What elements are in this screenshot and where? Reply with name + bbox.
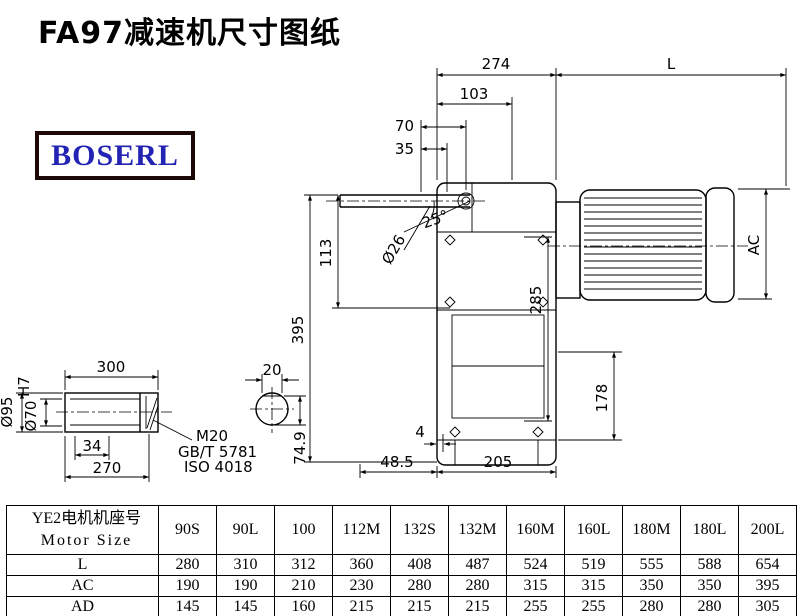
table-cell: 230 — [332, 575, 391, 597]
page-title: FA97减速机尺寸图纸 — [38, 16, 342, 51]
table-cell: 280 — [390, 575, 449, 597]
table-row-AD: AD 145 145 160 215 215 215 255 255 280 2… — [6, 596, 797, 616]
table-cell: 315 — [506, 575, 565, 597]
output-shaft — [326, 192, 486, 251]
dim-4-label: 4 — [415, 423, 425, 441]
table-cell: 524 — [506, 554, 565, 576]
dim-205-label: 205 — [484, 453, 513, 471]
table-header-row: YE2电机机座号 Motor Size 90S 90L 100 112M 132… — [6, 505, 797, 555]
table-cell: 160 — [274, 596, 333, 616]
table-row-AC: AC 190 190 210 230 280 280 315 315 350 3… — [6, 575, 797, 597]
table-header-cell: 90L — [216, 505, 275, 555]
note-m20-label: M20 — [196, 427, 228, 445]
row-label: AD — [6, 596, 159, 616]
table-cell: 555 — [622, 554, 681, 576]
table-cell: 280 — [448, 575, 507, 597]
table-cell: 310 — [216, 554, 275, 576]
dimension-drawing: 274 L 103 70 35 25° Ø26 113 395 285 AC 1… — [0, 55, 790, 482]
note-iso4018-label: ISO 4018 — [184, 458, 253, 476]
table-header-cell: 100 — [274, 505, 333, 555]
dim-270-label: 270 — [93, 459, 122, 477]
dim-74-9-label: 74.9 — [291, 431, 309, 464]
table-cell: 360 — [332, 554, 391, 576]
dim-dia70-label: Ø70 — [22, 401, 40, 432]
shaft-section-view — [245, 374, 306, 433]
dim-300-label: 300 — [97, 358, 126, 376]
shaft-detail-view — [16, 370, 193, 482]
dim-35-label: 35 — [395, 140, 414, 158]
table-cell: 487 — [448, 554, 507, 576]
motor-size-table: YE2电机机座号 Motor Size 90S 90L 100 112M 132… — [6, 505, 797, 616]
dim-dia70-tolerance-label: H7 — [15, 376, 33, 397]
table-cell: 588 — [680, 554, 739, 576]
boserl-logo-text: BOSERL — [51, 138, 179, 172]
dim-70-label: 70 — [395, 117, 414, 135]
table-cell: 408 — [390, 554, 449, 576]
table-header-cell: 160L — [564, 505, 623, 555]
table-cell: 312 — [274, 554, 333, 576]
note-gbt5781-label: GB/T 5781 — [178, 443, 257, 461]
table-cell: 210 — [274, 575, 333, 597]
table-header-cell: 180M — [622, 505, 681, 555]
table-header-cell: 112M — [332, 505, 391, 555]
table-cell: 305 — [738, 596, 797, 616]
dim-20-label: 20 — [262, 361, 281, 379]
dim-113-label: 113 — [317, 239, 335, 268]
dim-103-label: 103 — [460, 85, 489, 103]
motor-outline — [548, 187, 748, 303]
row-label: L — [6, 554, 159, 576]
dim-48-5-label: 48.5 — [380, 453, 413, 471]
table-cell: 280 — [622, 596, 681, 616]
table-cell: 190 — [216, 575, 275, 597]
table-cell: 395 — [738, 575, 797, 597]
table-header-cell: 200L — [738, 505, 797, 555]
dim-274-label: 274 — [482, 55, 511, 73]
table-cell: 145 — [216, 596, 275, 616]
dim-dia95-label: Ø95 — [0, 397, 16, 428]
reducer-body-outline — [436, 182, 557, 466]
table-cell: 215 — [332, 596, 391, 616]
boserl-logo: BOSERL — [35, 131, 195, 180]
table-row-L: L 280 310 312 360 408 487 524 519 555 58… — [6, 554, 797, 576]
table-cell: 215 — [390, 596, 449, 616]
motor-fins — [584, 197, 702, 290]
table-header-cell: 132M — [448, 505, 507, 555]
table-header-line1: YE2电机机座号 — [31, 510, 142, 527]
extension-lines — [304, 68, 790, 478]
bolt-hole-markers — [444, 234, 549, 438]
table-header-cell: 180L — [680, 505, 739, 555]
table-cell: 145 — [158, 596, 217, 616]
table-header-cell: 90S — [158, 505, 217, 555]
table-header-cell: 160M — [506, 505, 565, 555]
dim-178-label: 178 — [593, 384, 611, 413]
table-cell: 519 — [564, 554, 623, 576]
dim-AC-label: AC — [745, 235, 763, 255]
table-cell: 350 — [680, 575, 739, 597]
table-header-cell: 132S — [390, 505, 449, 555]
table-cell: 280 — [680, 596, 739, 616]
table-header-line2: Motor Size — [40, 532, 133, 549]
dim-25deg-label: 25° — [420, 206, 451, 232]
table-cell: 190 — [158, 575, 217, 597]
table-cell: 350 — [622, 575, 681, 597]
table-cell: 315 — [564, 575, 623, 597]
table-cell: 255 — [564, 596, 623, 616]
dim-395-label: 395 — [289, 316, 307, 345]
table-cell: 654 — [738, 554, 797, 576]
row-label: AC — [6, 575, 159, 597]
table-header-motor-size: YE2电机机座号 Motor Size — [6, 505, 159, 555]
dim-34-label: 34 — [82, 437, 101, 455]
dim-L-label: L — [667, 55, 676, 73]
dimension-lines — [307, 72, 786, 475]
dim-285-label: 285 — [527, 286, 545, 315]
table-cell: 215 — [448, 596, 507, 616]
table-cell: 255 — [506, 596, 565, 616]
table-cell: 280 — [158, 554, 217, 576]
